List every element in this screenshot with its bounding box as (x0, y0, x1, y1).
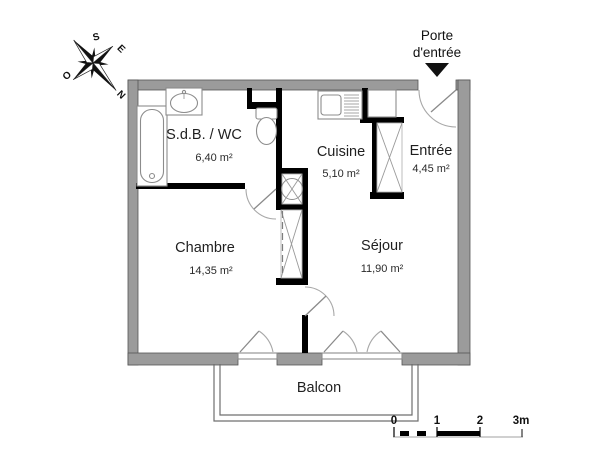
room-label-cuisine: Cuisine (317, 144, 365, 160)
exterior-walls (127, 79, 471, 366)
sejour-door (304, 286, 335, 317)
room-area-chambre: 14,35 m² (189, 265, 233, 277)
entrance-label-line1: Porte (421, 28, 453, 43)
scale-tick-1: 1 (434, 415, 441, 427)
room-area-entree: 4,45 m² (412, 163, 450, 175)
chambre-french-window (237, 330, 278, 360)
bathroom-sink (165, 87, 203, 116)
scale-bar: 0 1 2 3m (391, 415, 530, 438)
balcony-railing (213, 364, 419, 422)
room-label-entree: Entrée (410, 143, 453, 159)
compass-rose: S E O N (61, 31, 128, 102)
entrance-annotation: Porte d'entrée (413, 28, 461, 77)
scale-tick-3m: 3m (513, 415, 530, 427)
scale-tick-0: 0 (391, 415, 397, 427)
entrance-door (418, 89, 457, 128)
compass-west-label: O (61, 69, 74, 83)
interior-walls (136, 88, 404, 353)
kitchen-sink-unit (317, 90, 363, 120)
room-area-sdb-wc: 6,40 m² (195, 152, 233, 164)
room-label-balcon: Balcon (297, 380, 341, 396)
bathroom-door (245, 188, 277, 220)
room-area-sejour: 11,90 m² (361, 263, 404, 275)
compass-north-label: N (114, 89, 127, 102)
toilet (255, 107, 278, 146)
water-heater (281, 173, 303, 205)
scale-tick-2: 2 (477, 415, 483, 427)
room-label-sdb-wc: S.d.B. / WC (166, 127, 242, 143)
room-area-cuisine: 5,10 m² (322, 168, 360, 180)
entrance-arrow-icon (425, 63, 449, 77)
room-label-chambre: Chambre (175, 240, 235, 256)
compass-east-label: E (115, 43, 128, 56)
closet-entree (376, 122, 403, 193)
room-labels: S.d.B. / WC 6,40 m² Cuisine 5,10 m² Entr… (166, 127, 452, 396)
sejour-french-window (321, 330, 403, 360)
compass-south-label: S (92, 31, 102, 43)
entree-cupboard (367, 89, 397, 118)
bathtub (136, 105, 168, 187)
closet-chambre (280, 209, 303, 279)
entrance-label-line2: d'entrée (413, 45, 461, 60)
room-label-sejour: Séjour (361, 238, 403, 254)
